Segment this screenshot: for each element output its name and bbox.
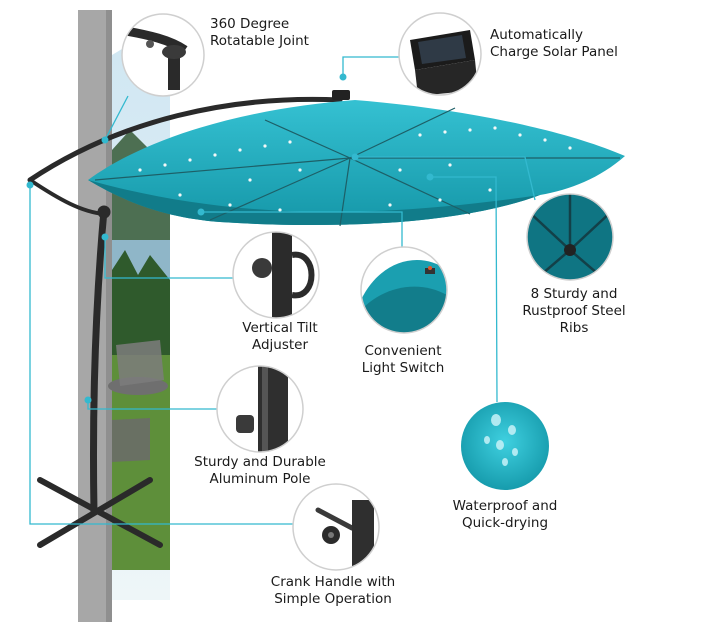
label-joint: 360 Degree Rotatable Joint <box>210 16 309 50</box>
label-tilt-line-2: Adjuster <box>251 337 309 353</box>
solar-panel <box>332 90 350 100</box>
pole <box>89 206 108 516</box>
label-pole-line-1: Sturdy and Durable <box>194 454 326 470</box>
label-joint-line-1: 360 Degree <box>210 16 290 32</box>
label-solar-line-2: Charge Solar Panel <box>490 44 618 60</box>
canopy-shape <box>88 100 625 225</box>
label-ribs-line-3: Ribs <box>559 320 589 336</box>
canopy-ribs <box>94 107 620 227</box>
detail-crank <box>292 483 380 571</box>
label-switch-line-2: Light Switch <box>361 360 445 376</box>
label-solar-line-1: Automatically <box>490 27 583 43</box>
label-tilt: Vertical Tilt Adjuster <box>225 320 335 354</box>
detail-pole <box>216 365 304 453</box>
label-switch: Convenient Light Switch <box>350 343 456 377</box>
label-switch-line-1: Convenient <box>364 343 442 359</box>
lower-arm <box>28 178 106 216</box>
label-water: Waterproof and Quick-drying <box>440 498 570 532</box>
wall-shadow <box>106 10 112 622</box>
pole-joint <box>97 205 111 219</box>
label-crank: Crank Handle with Simple Operation <box>263 574 403 608</box>
detail-joint <box>121 13 205 97</box>
label-pole: Sturdy and Durable Aluminum Pole <box>188 454 332 488</box>
label-joint-line-2: Rotatable Joint <box>210 33 309 49</box>
label-tilt-line-1: Vertical Tilt <box>242 320 318 336</box>
label-water-line-1: Waterproof and <box>452 498 558 514</box>
label-pole-line-2: Aluminum Pole <box>209 471 311 487</box>
detail-tilt <box>232 231 320 319</box>
led-lights <box>138 126 572 212</box>
label-ribs: 8 Sturdy and Rustproof Steel Ribs <box>505 286 643 337</box>
patio-chair <box>116 340 164 386</box>
patio-chair-2 <box>112 418 150 462</box>
base-cross-2 <box>37 477 163 548</box>
label-crank-line-1: Crank Handle with <box>270 574 396 590</box>
label-crank-line-2: Simple Operation <box>274 591 392 607</box>
label-water-line-2: Quick-drying <box>461 515 549 531</box>
label-ribs-line-1: 8 Sturdy and <box>530 286 618 302</box>
callout-dots <box>26 73 434 404</box>
background-scene <box>78 10 170 622</box>
detail-water <box>461 402 549 490</box>
detail-ribs <box>526 193 614 281</box>
support-arm <box>27 96 343 183</box>
detail-switch <box>360 246 448 334</box>
callout-lines <box>29 56 536 525</box>
label-solar: Automatically Charge Solar Panel <box>490 27 618 61</box>
detail-solar <box>398 12 482 96</box>
label-ribs-line-2: Rustproof Steel <box>522 303 626 319</box>
